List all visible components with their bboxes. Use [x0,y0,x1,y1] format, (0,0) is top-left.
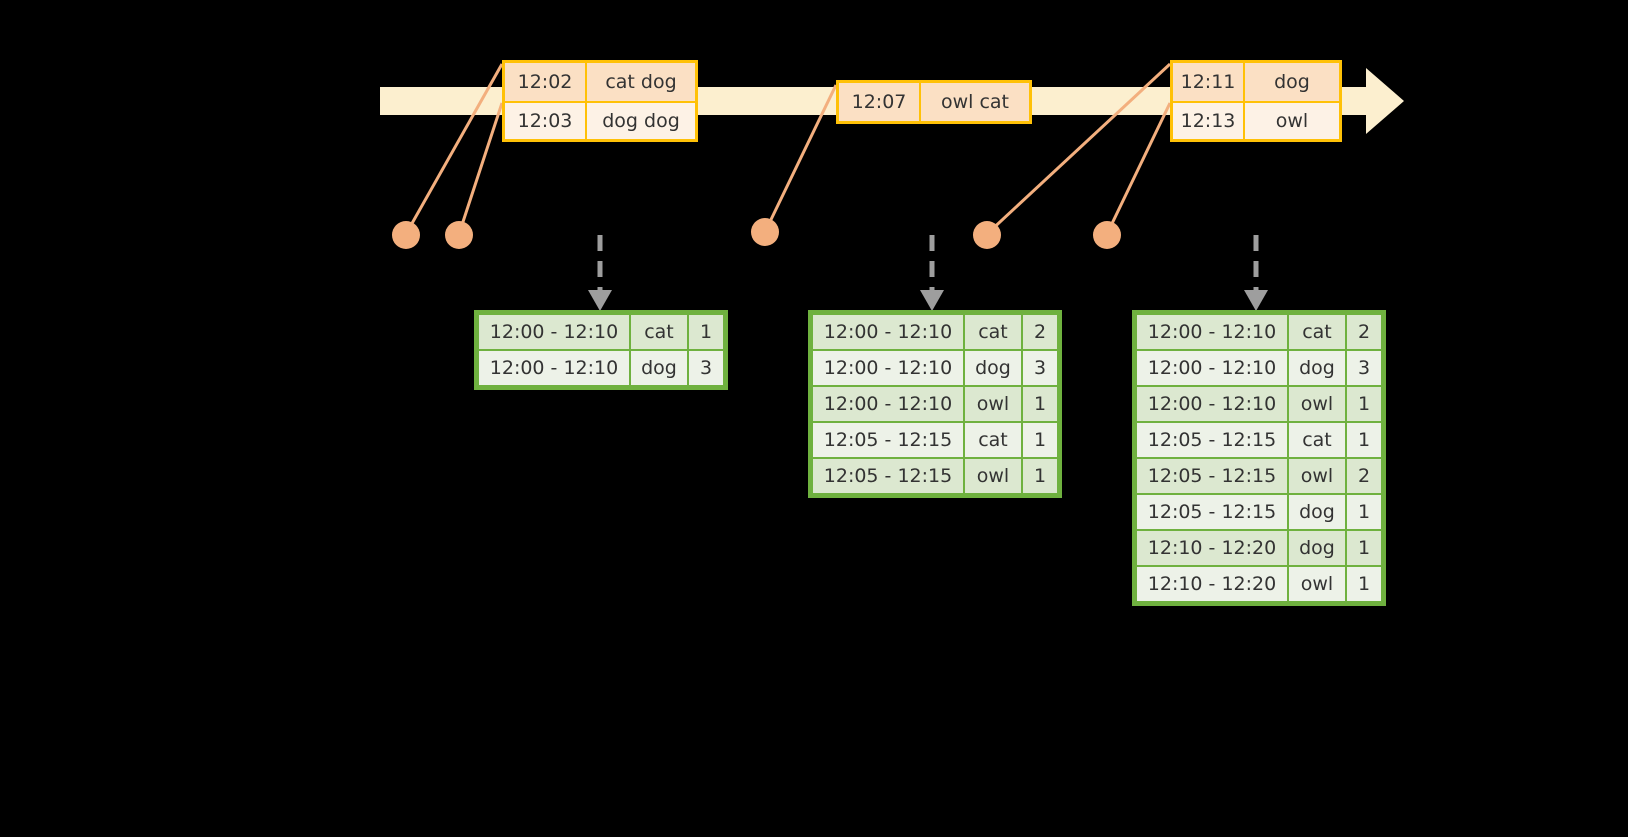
cell-window: 12:10 - 12:20 [1137,531,1287,565]
cell-count: 1 [1023,387,1057,421]
cell-window: 12:05 - 12:15 [1137,423,1287,457]
event-row: 12:03 dog dog [505,101,695,139]
cell-window: 12:00 - 12:10 [479,315,629,349]
table-row: 12:00 - 12:10 cat 2 [1136,314,1382,350]
table-row: 12:05 - 12:15 owl 1 [812,458,1058,494]
cell-window: 12:05 - 12:15 [813,423,963,457]
result-table-2: 12:00 - 12:10 cat 2 12:00 - 12:10 dog 3 … [808,310,1062,498]
table-row: 12:00 - 12:10 owl 1 [1136,386,1382,422]
event-words: dog dog [587,103,695,139]
event-time: 12:07 [839,83,921,121]
cell-word: cat [1289,423,1345,457]
event-words: dog [1245,63,1339,101]
event-words: cat dog [587,63,695,101]
dashed-arrow-1 [588,235,612,311]
cell-count: 3 [1023,351,1057,385]
cell-word: owl [965,459,1021,493]
table-row: 12:10 - 12:20 owl 1 [1136,566,1382,602]
cell-count: 2 [1023,315,1057,349]
connector-line-1 [404,63,504,235]
connector-line-3 [763,84,838,233]
event-group-3: 12:11 dog 12:13 owl [1170,60,1342,142]
cell-count: 3 [689,351,723,385]
result-table-3: 12:00 - 12:10 cat 2 12:00 - 12:10 dog 3 … [1132,310,1386,606]
event-time: 12:03 [505,103,587,139]
event-dot-12-13 [1093,221,1121,249]
event-row: 12:11 dog [1173,63,1339,101]
table-row: 12:00 - 12:10 dog 3 [1136,350,1382,386]
cell-count: 1 [1023,423,1057,457]
cell-word: dog [1289,351,1345,385]
event-dot-12-03 [445,221,473,249]
cell-window: 12:00 - 12:10 [1137,387,1287,421]
event-words: owl cat [921,83,1029,121]
cell-word: dog [1289,495,1345,529]
cell-word: cat [1289,315,1345,349]
table-row: 12:05 - 12:15 dog 1 [1136,494,1382,530]
dashed-arrow-3 [1244,235,1268,311]
event-group-1: 12:02 cat dog 12:03 dog dog [502,60,698,142]
cell-count: 1 [1347,387,1381,421]
cell-word: dog [631,351,687,385]
event-row: 12:02 cat dog [505,63,695,101]
cell-word: owl [965,387,1021,421]
table-row: 12:05 - 12:15 owl 2 [1136,458,1382,494]
cell-word: cat [965,423,1021,457]
cell-word: cat [631,315,687,349]
cell-count: 1 [1347,495,1381,529]
cell-window: 12:05 - 12:15 [1137,495,1287,529]
event-dot-12-02 [392,221,420,249]
table-row: 12:10 - 12:20 dog 1 [1136,530,1382,566]
event-words: owl [1245,103,1339,139]
connector-line-2 [457,102,504,235]
event-time: 12:13 [1173,103,1245,139]
table-row: 12:00 - 12:10 cat 2 [812,314,1058,350]
cell-count: 1 [1347,423,1381,457]
cell-count: 1 [1347,567,1381,601]
event-dot-12-11 [973,221,1001,249]
event-time: 12:02 [505,63,587,101]
dashed-arrow-2 [920,235,944,311]
cell-count: 2 [1347,459,1381,493]
cell-window: 12:10 - 12:20 [1137,567,1287,601]
cell-window: 12:00 - 12:10 [1137,351,1287,385]
cell-window: 12:00 - 12:10 [813,387,963,421]
cell-count: 1 [689,315,723,349]
table-row: 12:05 - 12:15 cat 1 [1136,422,1382,458]
cell-window: 12:00 - 12:10 [813,315,963,349]
table-row: 12:00 - 12:10 cat 1 [478,314,724,350]
table-row: 12:00 - 12:10 dog 3 [478,350,724,386]
table-row: 12:05 - 12:15 cat 1 [812,422,1058,458]
cell-word: owl [1289,387,1345,421]
table-row: 12:00 - 12:10 owl 1 [812,386,1058,422]
cell-word: cat [965,315,1021,349]
cell-window: 12:00 - 12:10 [813,351,963,385]
cell-count: 1 [1347,531,1381,565]
result-table-1: 12:00 - 12:10 cat 1 12:00 - 12:10 dog 3 [474,310,728,390]
cell-word: owl [1289,459,1345,493]
event-row: 12:13 owl [1173,101,1339,139]
event-dot-12-07 [751,218,779,246]
cell-count: 2 [1347,315,1381,349]
cell-word: dog [965,351,1021,385]
cell-window: 12:00 - 12:10 [479,351,629,385]
table-row: 12:00 - 12:10 dog 3 [812,350,1058,386]
cell-count: 1 [1023,459,1057,493]
cell-window: 12:05 - 12:15 [1137,459,1287,493]
connector-line-5 [1105,102,1172,235]
cell-word: dog [1289,531,1345,565]
connector-line-4 [985,62,1172,236]
cell-window: 12:05 - 12:15 [813,459,963,493]
event-time: 12:11 [1173,63,1245,101]
cell-count: 3 [1347,351,1381,385]
cell-window: 12:00 - 12:10 [1137,315,1287,349]
event-row: 12:07 owl cat [839,83,1029,121]
cell-word: owl [1289,567,1345,601]
event-group-2: 12:07 owl cat [836,80,1032,124]
